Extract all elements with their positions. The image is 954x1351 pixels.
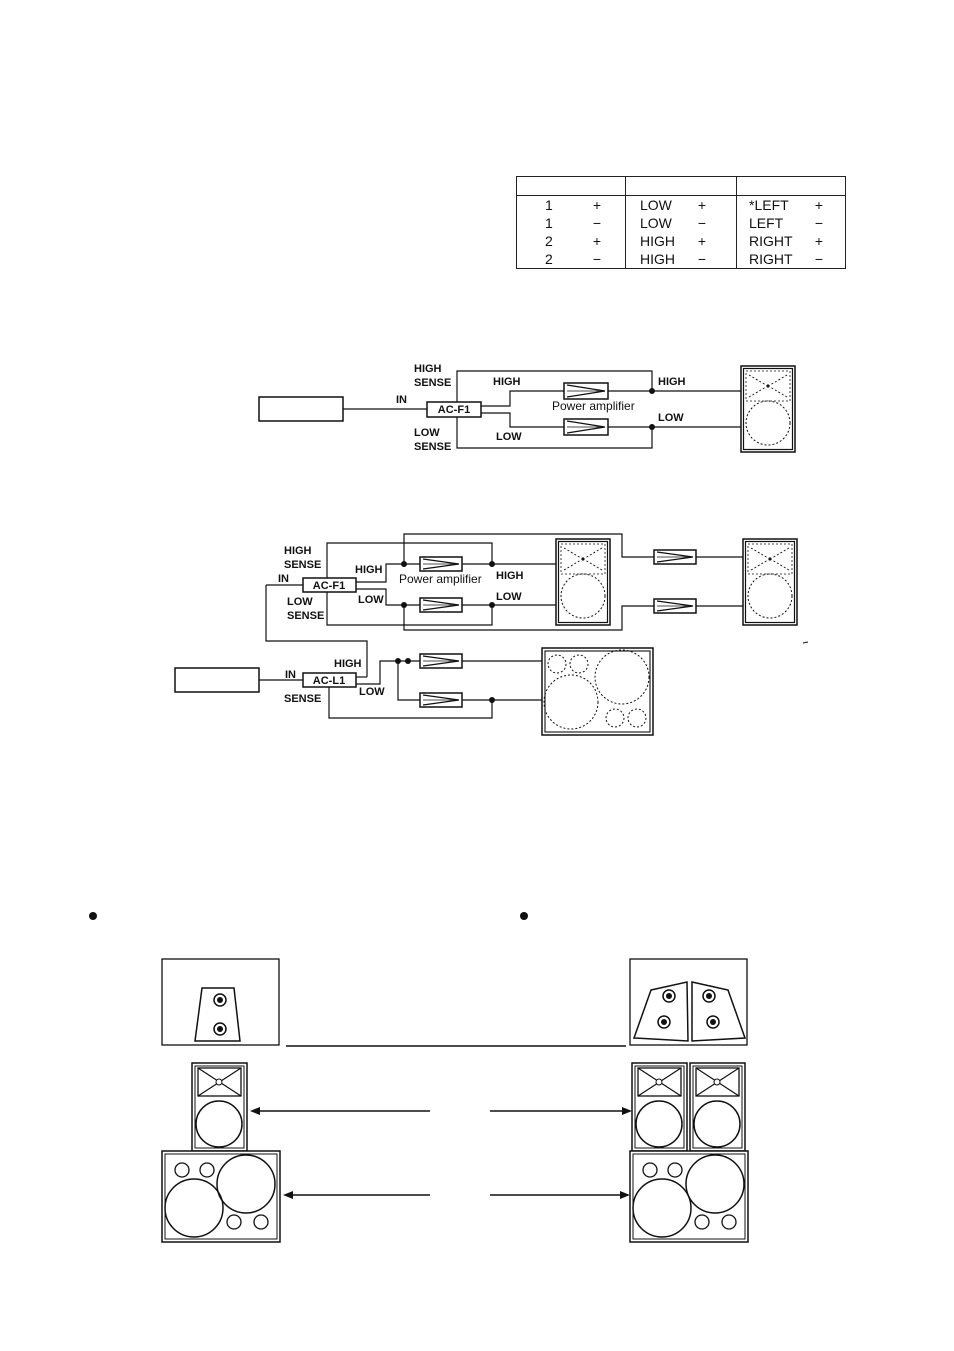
low-out-label: LOW xyxy=(658,412,684,424)
source-box xyxy=(174,667,260,693)
stage-monitor-speaker xyxy=(740,365,796,453)
low-in-label: LOW xyxy=(496,431,522,443)
in-label: IN xyxy=(396,394,407,406)
controller-l-label: AC-L1 xyxy=(313,675,345,687)
low-out-label: LOW xyxy=(496,591,522,603)
pin-polarity: + xyxy=(592,197,601,213)
channel-name: *LEFT xyxy=(749,197,789,213)
mounting-illustrations xyxy=(161,958,749,1243)
low-in-label: LOW xyxy=(358,594,384,606)
bolt-icon xyxy=(213,1022,227,1036)
single-monitor-wiring-diagram: IN AC-F1 HIGH SENSE LOW SENSE HIGH LOW P… xyxy=(258,363,796,453)
table-row: 2 − HIGH − RIGHT − xyxy=(516,250,846,269)
pin-number: 2 xyxy=(545,233,553,249)
channel-polarity: + xyxy=(814,233,823,249)
dual-bracket-view xyxy=(629,958,748,1046)
band-polarity: + xyxy=(697,197,706,213)
channel-polarity: − xyxy=(814,251,823,267)
table-row: 2 + HIGH + RIGHT + xyxy=(516,232,846,250)
power-amplifier-sub-1 xyxy=(419,653,463,669)
power-amplifier-low-2 xyxy=(653,598,697,614)
high-l-label: HIGH xyxy=(334,658,362,670)
channel-name: RIGHT xyxy=(749,233,793,249)
band-name: HIGH xyxy=(640,233,675,249)
band-polarity: − xyxy=(697,215,706,231)
high-in-label: HIGH xyxy=(493,376,521,388)
power-amplifier-high xyxy=(419,556,463,572)
controller-label: AC-F1 xyxy=(438,404,470,416)
high-out-label: HIGH xyxy=(496,570,524,582)
pin-polarity: − xyxy=(592,215,601,231)
stage-monitor-speaker-1 xyxy=(555,538,611,626)
bolt-icon xyxy=(657,1015,671,1029)
band-name: LOW xyxy=(640,197,672,213)
high-out-label: HIGH xyxy=(658,376,686,388)
right-speaker-stack xyxy=(629,1062,749,1243)
sense-l-label: SENSE xyxy=(284,693,321,705)
ac-f1-controller xyxy=(426,401,482,418)
pin-number: 1 xyxy=(545,215,553,231)
low-l-label: LOW xyxy=(359,686,385,698)
bolt-icon xyxy=(706,1015,720,1029)
arrow-icon xyxy=(283,1191,430,1199)
dual-system-wiring-diagram: AC-F1 IN HIGH SENSE LOW SENSE HIGH LOW P… xyxy=(174,533,809,736)
bullet-icon xyxy=(520,912,528,920)
arrow-icon xyxy=(490,1191,630,1199)
single-bracket-view xyxy=(161,958,280,1046)
band-polarity: + xyxy=(697,233,706,249)
power-amplifier-high-2 xyxy=(653,549,697,565)
power-amplifier-high xyxy=(563,382,609,400)
power-amplifier-low xyxy=(419,597,463,613)
pin-number: 2 xyxy=(545,251,553,267)
controller-f-label: AC-F1 xyxy=(313,580,345,592)
channel-name: RIGHT xyxy=(749,251,793,267)
high-sense-label-1: HIGH xyxy=(414,363,442,375)
table-row: 1 + LOW + *LEFT + xyxy=(516,195,846,214)
source-box xyxy=(258,396,344,422)
bolt-icon xyxy=(702,989,716,1003)
high-sense-label-1: HIGH xyxy=(284,545,312,557)
power-amplifier-label: Power amplifier xyxy=(552,399,635,413)
bolt-icon xyxy=(213,993,227,1007)
pin-number: 1 xyxy=(545,197,553,213)
arrow-icon xyxy=(490,1107,632,1115)
in-f-label: IN xyxy=(278,573,289,585)
left-speaker-stack xyxy=(161,1062,281,1243)
stage-monitor-speaker-2 xyxy=(742,538,798,626)
band-name: LOW xyxy=(640,215,672,231)
low-sense-label-2: SENSE xyxy=(287,610,324,622)
in-l-label: IN xyxy=(285,669,296,681)
bullet-icon xyxy=(89,912,97,920)
band-name: HIGH xyxy=(640,251,675,267)
high-in-label: HIGH xyxy=(355,564,383,576)
low-sense-label-1: LOW xyxy=(287,596,313,608)
channel-polarity: − xyxy=(814,215,823,231)
power-amplifier-low xyxy=(563,418,609,436)
high-sense-label-2: SENSE xyxy=(414,377,451,389)
table-row: 1 − LOW − LEFT − xyxy=(516,214,846,232)
pin-assignment-table: 1 + LOW + *LEFT + 1 − LOW − LEFT − 2 + HIGH + RI… xyxy=(516,176,846,269)
band-polarity: − xyxy=(697,251,706,267)
pin-polarity: + xyxy=(592,233,601,249)
bolt-icon xyxy=(662,989,676,1003)
power-amplifier-sub-2 xyxy=(419,692,463,708)
subwoofer-speaker xyxy=(541,647,654,736)
high-sense-label-2: SENSE xyxy=(284,559,321,571)
low-sense-label-2: SENSE xyxy=(414,441,451,453)
table-header-row xyxy=(516,176,846,196)
channel-polarity: + xyxy=(814,197,823,213)
channel-name: LEFT xyxy=(749,215,784,231)
arrow-icon xyxy=(250,1107,430,1115)
low-sense-label-1: LOW xyxy=(414,427,440,439)
power-amplifier-label: Power amplifier xyxy=(399,572,482,586)
pin-polarity: − xyxy=(592,251,601,267)
